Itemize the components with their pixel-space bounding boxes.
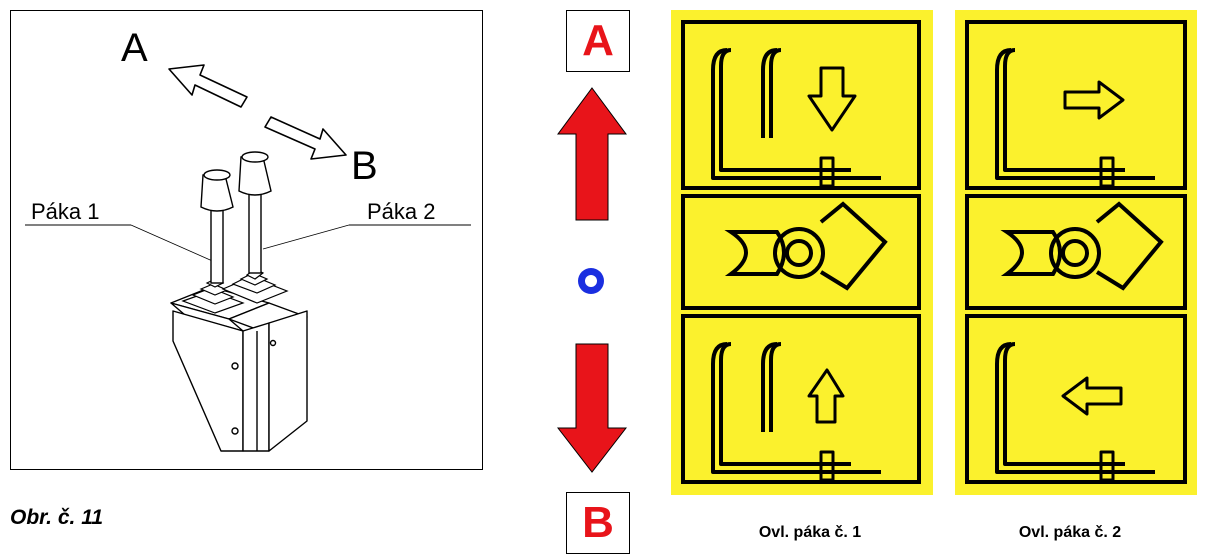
arrow-down-icon [556, 343, 628, 473]
lever-right-icon [995, 48, 1155, 188]
lever-2-label: Páka 2 [367, 199, 436, 224]
lever-1-label: Páka 1 [31, 199, 100, 224]
lever-2-caption: Ovl. páka č. 2 [1018, 524, 1122, 541]
lever-2 [238, 151, 272, 274]
lever-housing [170, 286, 308, 452]
two-levers-back-icon [711, 48, 881, 188]
lever-1-decal [671, 10, 933, 495]
arrow-a-icon [168, 64, 248, 108]
direction-b-text: B [351, 144, 378, 188]
lever-2-boot [221, 268, 289, 304]
joystick-illustration: A B Páka 1 Páka 2 [25, 26, 471, 452]
neutral-position-icon [578, 268, 604, 294]
direction-b-box: B [566, 492, 630, 554]
joystick-symbol-icon [724, 201, 888, 291]
direction-a-text: A [121, 26, 148, 70]
lever-1-caption: Ovl. páka č. 1 [758, 524, 862, 541]
arrow-b-icon [264, 116, 347, 160]
arrow-up-icon [557, 87, 627, 221]
joystick-drawing: A B Páka 1 Páka 2 [10, 10, 483, 470]
joystick-symbol-icon [1000, 201, 1164, 291]
lever-left-icon [995, 342, 1155, 482]
lever-2-decal [955, 10, 1197, 495]
direction-a-box: A [566, 10, 630, 72]
figure-caption: Obr. č. 11 [10, 506, 103, 529]
two-levers-forward-icon [711, 342, 881, 482]
lever-1 [200, 169, 234, 284]
